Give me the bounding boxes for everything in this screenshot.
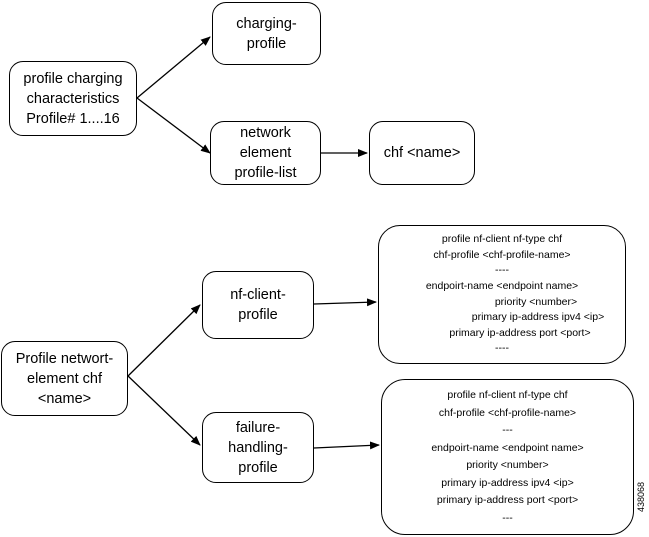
config-line: endpoirt-name <endpoint name> [425, 279, 579, 292]
node-text-line: element [239, 145, 292, 161]
config-line: primary ip-address port <port> [449, 326, 591, 339]
node-text-line: profile charging [23, 70, 123, 87]
config-line: primary ip-address port <port> [436, 494, 579, 506]
profile-charging-characteristics-node: profile charging characteristics Profile… [9, 61, 137, 136]
node-text-line: charging- [236, 15, 297, 32]
node-text-line: <name> [37, 390, 92, 407]
config-line: --- [502, 511, 513, 524]
config-line: profile nf-client nf-type chf [447, 389, 568, 401]
config-line: endpoirt-name <endpoint name> [431, 441, 584, 454]
node-text-line: profile [246, 35, 287, 52]
config-line: --- [502, 424, 513, 436]
chf-name-node: chf <name> [369, 121, 475, 185]
node-text-line: profile [238, 307, 278, 323]
network-element-profile-list-node: network element profile-list [210, 121, 321, 185]
node-text-line: failure- [235, 419, 281, 436]
config-line: ---- [495, 342, 509, 355]
node-text-line: Profile# 1....16 [26, 110, 120, 127]
node-text-line: handling- [228, 439, 288, 456]
edge-profile-network-element-chf-to-failure-handling-profile [127, 375, 201, 446]
failure-handling-profile-node: failure- handling- profile [202, 412, 314, 483]
node-text-line: nf-client- [230, 287, 286, 303]
config-line: priority <number> [494, 295, 578, 308]
edge-profile-charging-to-charging-profile [136, 36, 211, 99]
edge-nf-client-profile-to-nf-client-config [313, 298, 377, 307]
nf-client-config-node: profile nf-client nf-type chf chf-profil… [378, 225, 626, 364]
node-text-line: Profile networt- [15, 350, 114, 367]
node-text-line: chf <name> [383, 145, 461, 161]
config-line: profile nf-client nf-type chf [441, 233, 563, 246]
node-text-line: profile-list [234, 165, 297, 181]
edge-profile-network-element-chf-to-nf-client-profile [127, 304, 201, 377]
edge-failure-handling-profile-to-failure-handling-config [313, 441, 380, 450]
nf-client-profile-node: nf-client- profile [202, 271, 314, 339]
node-text-line: profile [238, 459, 278, 476]
edge-profile-charging-to-network-element-profile-list [136, 97, 211, 154]
failure-handling-config-node: profile nf-client nf-type chf chf-profil… [381, 379, 634, 535]
charging-profile-node: charging- profile [212, 2, 321, 65]
figure-id-label: 438068 [636, 481, 646, 512]
config-line: primary ip-address ipv4 <ip> [441, 476, 574, 489]
node-text-line: network [240, 125, 291, 141]
profile-network-element-chf-node: Profile networt- element chf <name> [1, 341, 128, 416]
config-line: chf-profile <chf-profile-name> [433, 248, 571, 261]
node-text-line: characteristics [26, 90, 120, 107]
config-line: chf-profile <chf-profile-name> [438, 406, 577, 419]
config-line: primary ip-address ipv4 <ip> [471, 311, 605, 324]
config-line: priority <number> [466, 459, 549, 471]
node-text-line: element chf [27, 370, 102, 387]
config-line: ---- [495, 264, 509, 277]
